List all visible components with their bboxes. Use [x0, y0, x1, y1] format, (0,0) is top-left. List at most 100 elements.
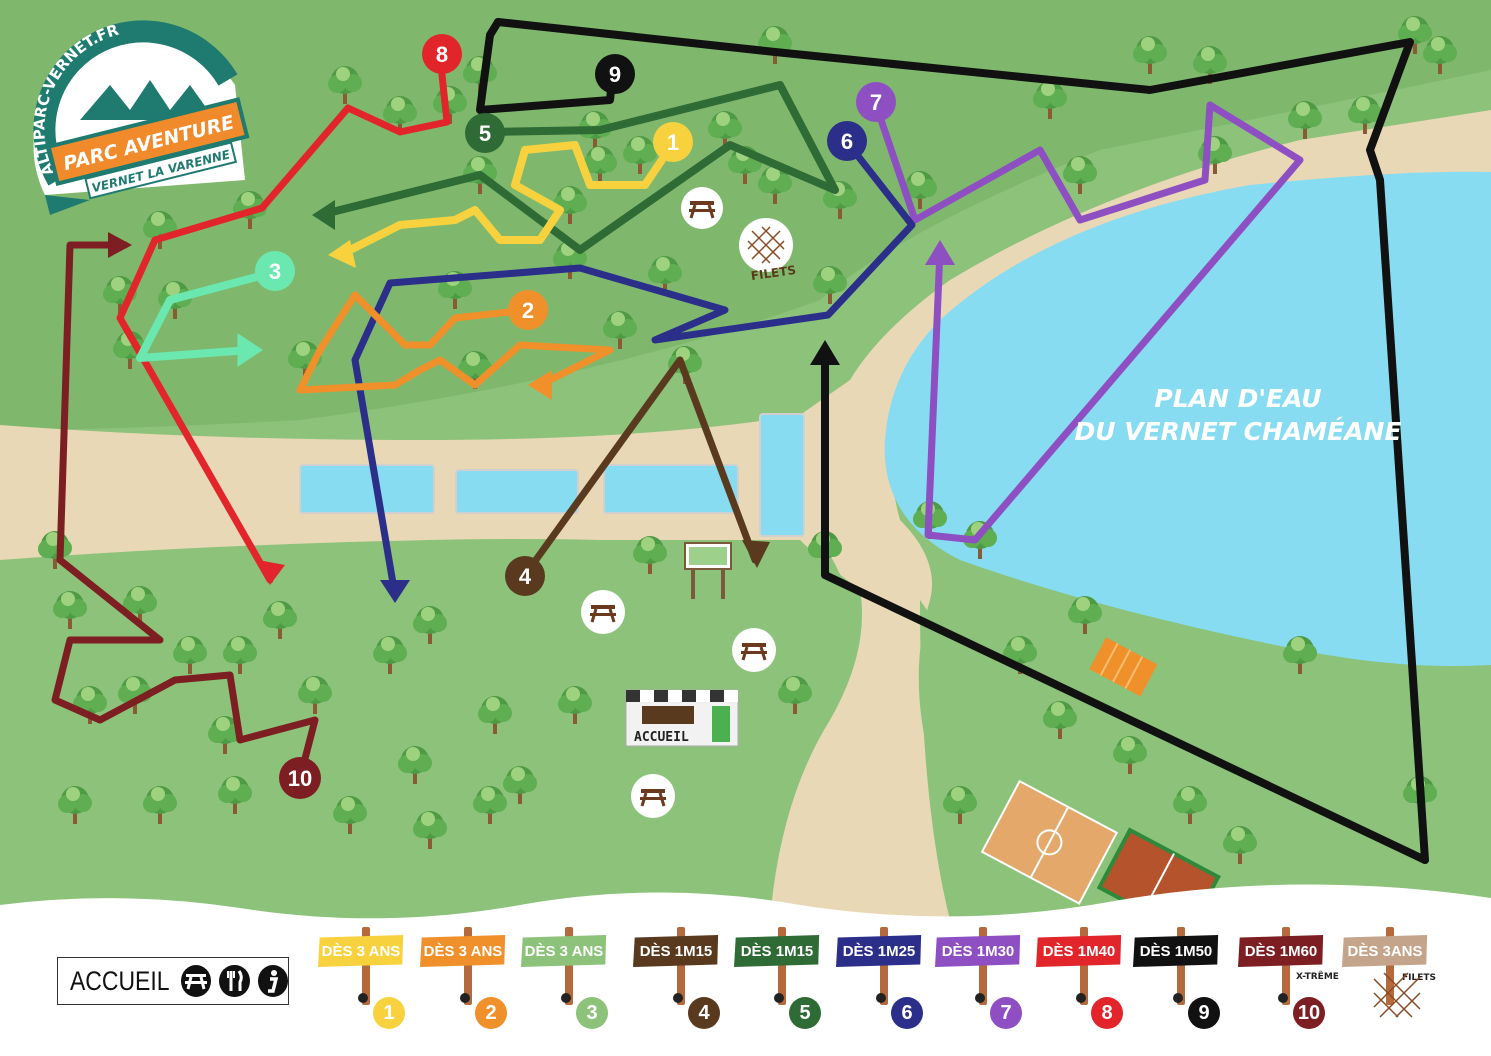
course-marker-9[interactable]: 9	[595, 54, 635, 94]
course-marker-7[interactable]: 7	[856, 82, 896, 122]
tree	[53, 591, 87, 629]
legend-sign-5: DÈS 1M15 5	[734, 925, 824, 1035]
course-6-path	[351, 138, 916, 599]
course-3-path	[136, 268, 279, 362]
accueil-building[interactable]: ACCUEIL	[625, 689, 739, 747]
tree	[398, 746, 432, 784]
lower-meadow	[0, 539, 853, 920]
tree	[298, 676, 332, 714]
tree	[778, 676, 812, 714]
paw-icon	[876, 993, 886, 1003]
paw-icon	[975, 993, 985, 1003]
info-board	[684, 542, 732, 599]
sign-label: DÈS 3 ANS	[521, 935, 607, 967]
tree	[1423, 36, 1457, 74]
sign-label: DÈS 1M25	[836, 935, 922, 967]
tree	[473, 786, 507, 824]
course-number-badge: 5	[789, 997, 821, 1029]
svg-text:5: 5	[479, 121, 491, 146]
sign-label: DÈS 1M15	[734, 935, 820, 967]
tree	[1113, 736, 1147, 774]
sign-label: DÈS 3 ANS	[318, 935, 404, 967]
pool	[299, 464, 435, 514]
tree	[1043, 701, 1077, 739]
course-marker-5[interactable]: 5	[465, 113, 505, 153]
course-number-badge: 10	[1293, 997, 1325, 1029]
tree	[413, 811, 447, 849]
course-marker-4[interactable]: 4	[505, 556, 545, 596]
info-icon	[257, 965, 289, 997]
legend-sign-9: DÈS 1M50 9	[1133, 925, 1223, 1035]
svg-text:4: 4	[519, 564, 532, 589]
sign-label: DÈS 1M50	[1133, 935, 1219, 967]
tree	[758, 166, 792, 204]
tree	[633, 536, 667, 574]
svg-text:6: 6	[841, 129, 853, 154]
tree	[503, 766, 537, 804]
course-9-lower-path	[821, 348, 1429, 864]
picnic-table-icon	[681, 187, 723, 229]
basketball-court	[980, 779, 1119, 905]
course-8-path	[116, 71, 451, 584]
tree	[648, 256, 682, 294]
course-marker-8[interactable]: 8	[422, 34, 462, 74]
sign-label: DÈS 1M30	[935, 935, 1021, 967]
sign-extra-label: X-TRÊME	[1296, 972, 1339, 982]
course-4-path	[521, 356, 759, 579]
course-7-path	[872, 101, 1304, 544]
sign-post	[1080, 927, 1088, 1005]
svg-text:7: 7	[870, 90, 882, 115]
course-marker-10[interactable]: 10	[279, 757, 321, 799]
tree	[1063, 156, 1097, 194]
cutlery-icon	[219, 965, 250, 997]
filets-label: FILETS	[750, 263, 797, 283]
legend-accueil-label: ACCUEIL	[70, 965, 170, 996]
tree	[1288, 101, 1322, 139]
picnic-table-icon	[181, 965, 212, 997]
svg-text:1: 1	[667, 130, 679, 155]
tree	[333, 796, 367, 834]
paw-icon	[358, 993, 368, 1003]
pool	[759, 413, 805, 537]
course-marker-6[interactable]: 6	[827, 121, 867, 161]
sign-post	[362, 927, 370, 1005]
accueil-sign: ACCUEIL	[634, 730, 689, 745]
tree	[373, 636, 407, 674]
tree	[708, 111, 742, 149]
sand-path	[0, 110, 1491, 920]
sign-post	[880, 927, 888, 1005]
course-1-path	[336, 141, 676, 259]
course-marker-2[interactable]: 2	[508, 290, 548, 330]
picnic-table-icon	[732, 628, 776, 672]
sign-post	[778, 927, 786, 1005]
tree	[943, 786, 977, 824]
tree	[1033, 81, 1067, 119]
paw-icon	[1278, 993, 1288, 1003]
course-marker-3[interactable]: 3	[255, 251, 295, 291]
course-5-path	[316, 81, 839, 254]
tree	[328, 66, 362, 104]
course-number-badge: 1	[373, 997, 405, 1029]
tree	[58, 786, 92, 824]
tree	[903, 171, 937, 209]
sign-label: DÈS 1M40	[1036, 935, 1122, 967]
tree	[558, 686, 592, 724]
picnic-table-icon	[581, 590, 625, 634]
sign-post	[464, 927, 472, 1005]
filets-net[interactable]: FILETS	[739, 218, 797, 283]
paw-icon	[673, 993, 683, 1003]
tree	[223, 636, 257, 674]
sign-post	[1282, 927, 1290, 1005]
course-marker-1[interactable]: 1	[653, 122, 693, 162]
course-number-badge: 9	[1188, 997, 1220, 1029]
tree	[478, 696, 512, 734]
tree	[123, 586, 157, 624]
tree	[1173, 786, 1207, 824]
